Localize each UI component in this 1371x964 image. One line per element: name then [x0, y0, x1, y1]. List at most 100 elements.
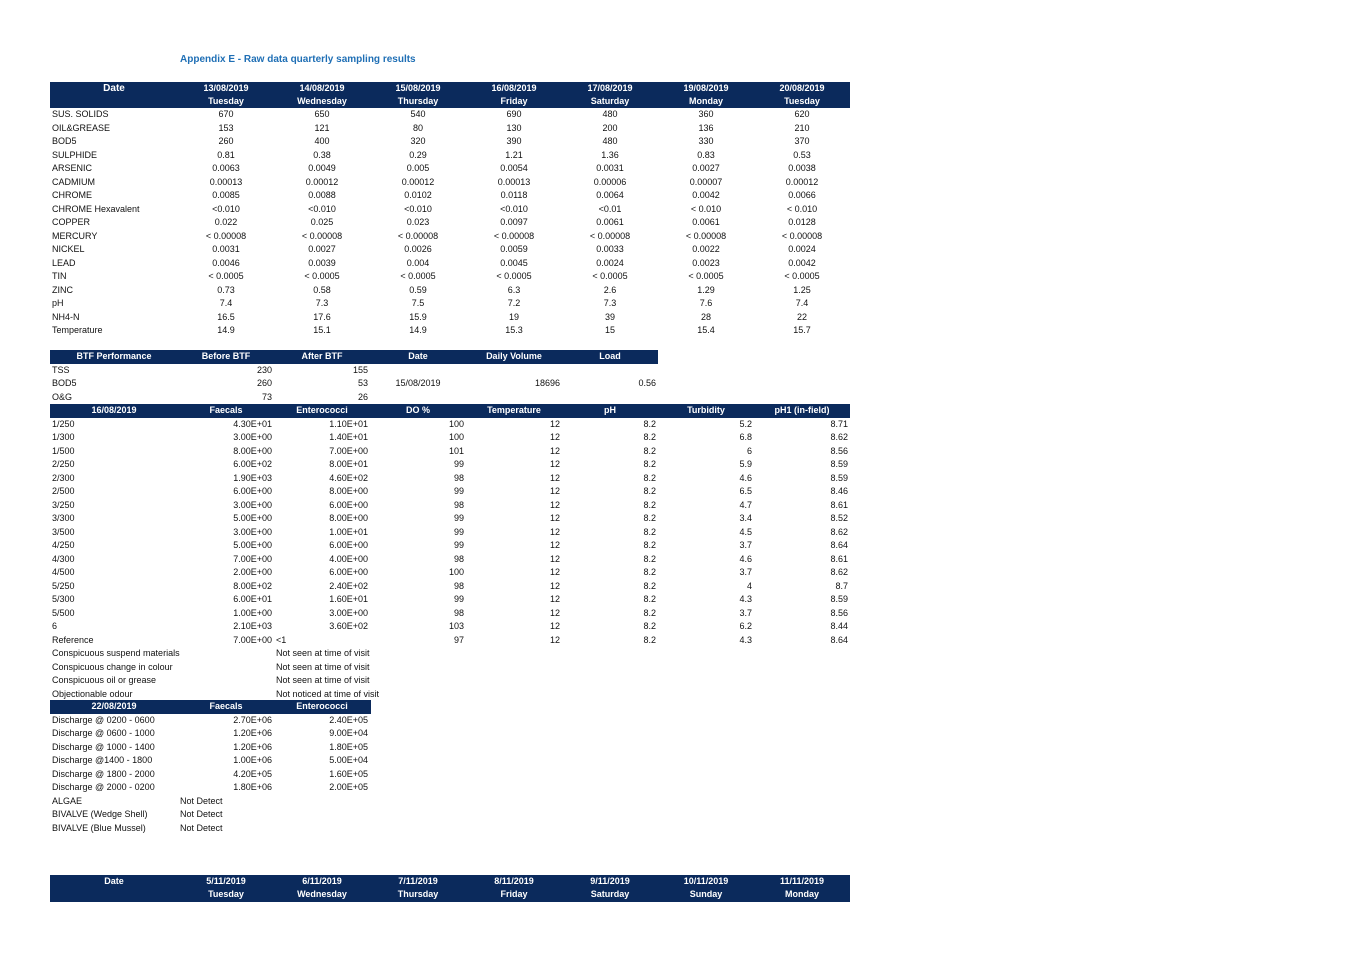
- value-cell: 8.61: [830, 553, 848, 564]
- value-cell: 12: [549, 567, 560, 577]
- value-cell: < 0.00008: [781, 230, 823, 241]
- value-cell: 0.005: [406, 163, 430, 173]
- row-label: CHROME Hexavalent: [52, 203, 140, 214]
- value-cell: 260: [256, 378, 272, 388]
- day-header: Sunday: [689, 889, 723, 899]
- value-cell: 15.9: [409, 311, 427, 322]
- value-cell: 14.9: [217, 325, 235, 335]
- row-label: MERCURY: [52, 230, 98, 241]
- value-cell: 8.00E+00: [329, 513, 368, 523]
- value-cell: 7.3: [315, 298, 329, 308]
- value-cell: 2.40E+02: [329, 580, 368, 591]
- date-header: 10/11/2019: [683, 876, 729, 886]
- value-cell: 26: [357, 391, 368, 402]
- value-cell: 7.00E+00: [233, 634, 272, 645]
- value-cell: 98: [453, 553, 464, 564]
- biota-label: BIVALVE (Blue Mussel): [52, 822, 146, 833]
- row-label: Reference: [52, 634, 94, 645]
- value-cell: 0.00012: [785, 176, 819, 187]
- value-cell: 1.60E+05: [329, 768, 368, 779]
- value-cell: 7.2: [507, 298, 521, 308]
- value-cell: 1.20E+06: [233, 728, 272, 738]
- value-cell: 39: [604, 311, 615, 322]
- value-cell: 153: [218, 122, 234, 133]
- value-cell: 0.53: [793, 149, 811, 160]
- value-cell: 0.0128: [788, 217, 816, 227]
- column-header: 16/08/2019: [91, 405, 137, 415]
- biota-label: BIVALVE (Wedge Shell): [52, 809, 148, 819]
- value-cell: 4.6: [739, 472, 752, 483]
- column-header: Enterococci: [296, 405, 348, 415]
- value-cell: 12: [549, 580, 560, 591]
- value-cell: 1.21: [505, 149, 523, 160]
- value-cell: 28: [700, 311, 711, 322]
- value-cell: 8.61: [830, 499, 848, 510]
- observation-label: Conspicuous change in colour: [52, 661, 173, 672]
- value-cell: 7.6: [699, 298, 713, 308]
- value-cell: < 0.0005: [688, 271, 724, 281]
- value-cell: <0.010: [500, 203, 528, 214]
- value-cell: 0.83: [697, 149, 715, 160]
- value-cell: 0.0063: [212, 163, 240, 173]
- value-cell: 130: [506, 122, 522, 133]
- value-cell: 8.00E+00: [329, 486, 368, 496]
- value-cell: 3.00E+00: [329, 607, 368, 618]
- column-header: 22/08/2019: [91, 701, 137, 711]
- day-header: Thursday: [397, 889, 439, 899]
- value-cell: 8.2: [643, 526, 656, 537]
- value-cell: 8.00E+01: [329, 459, 368, 469]
- value-cell: 0.0033: [596, 244, 624, 254]
- date-header: 16/08/2019: [491, 83, 537, 93]
- value-cell: 8.56: [830, 607, 848, 618]
- value-cell: 121: [314, 122, 330, 133]
- biota-label: ALGAE: [52, 795, 83, 806]
- date-header: 13/08/2019: [203, 83, 249, 93]
- value-cell: 6.00E+00: [233, 486, 272, 496]
- biota-value: Not Detect: [180, 795, 223, 806]
- value-cell: 12: [549, 418, 560, 429]
- row-label: Discharge @ 1800 - 2000: [52, 768, 155, 779]
- day-header: Saturday: [590, 889, 630, 899]
- value-cell: 0.0064: [596, 190, 624, 200]
- date-header: 5/11/2019: [206, 876, 246, 886]
- value-cell: 0.0023: [692, 257, 720, 268]
- value-cell: 8.2: [643, 418, 656, 429]
- row-label: Discharge @1400 - 1800: [52, 755, 153, 765]
- row-label: TIN: [52, 271, 67, 281]
- value-cell: 0.0066: [788, 190, 816, 200]
- value-cell: 1.80E+06: [233, 782, 272, 792]
- row-label: OIL&GREASE: [52, 122, 111, 133]
- value-cell: 12: [549, 513, 560, 523]
- value-cell: < 0.0005: [208, 271, 244, 281]
- value-cell: 12: [549, 621, 560, 631]
- row-label: 2/250: [52, 459, 75, 469]
- value-cell: 5.9: [739, 459, 752, 469]
- value-cell: 98: [453, 499, 464, 510]
- row-label: 4/250: [52, 540, 75, 550]
- value-cell: 0.025: [310, 217, 334, 227]
- value-cell: 0.0031: [596, 163, 624, 173]
- value-cell: 4.00E+00: [329, 553, 368, 564]
- value-cell: 6: [746, 445, 752, 456]
- row-label: 5/300: [52, 594, 75, 604]
- value-cell: 7.5: [411, 298, 425, 308]
- date-header: 19/08/2019: [683, 83, 729, 93]
- value-cell: 8.56: [830, 445, 848, 456]
- row-label: 4/300: [52, 553, 75, 564]
